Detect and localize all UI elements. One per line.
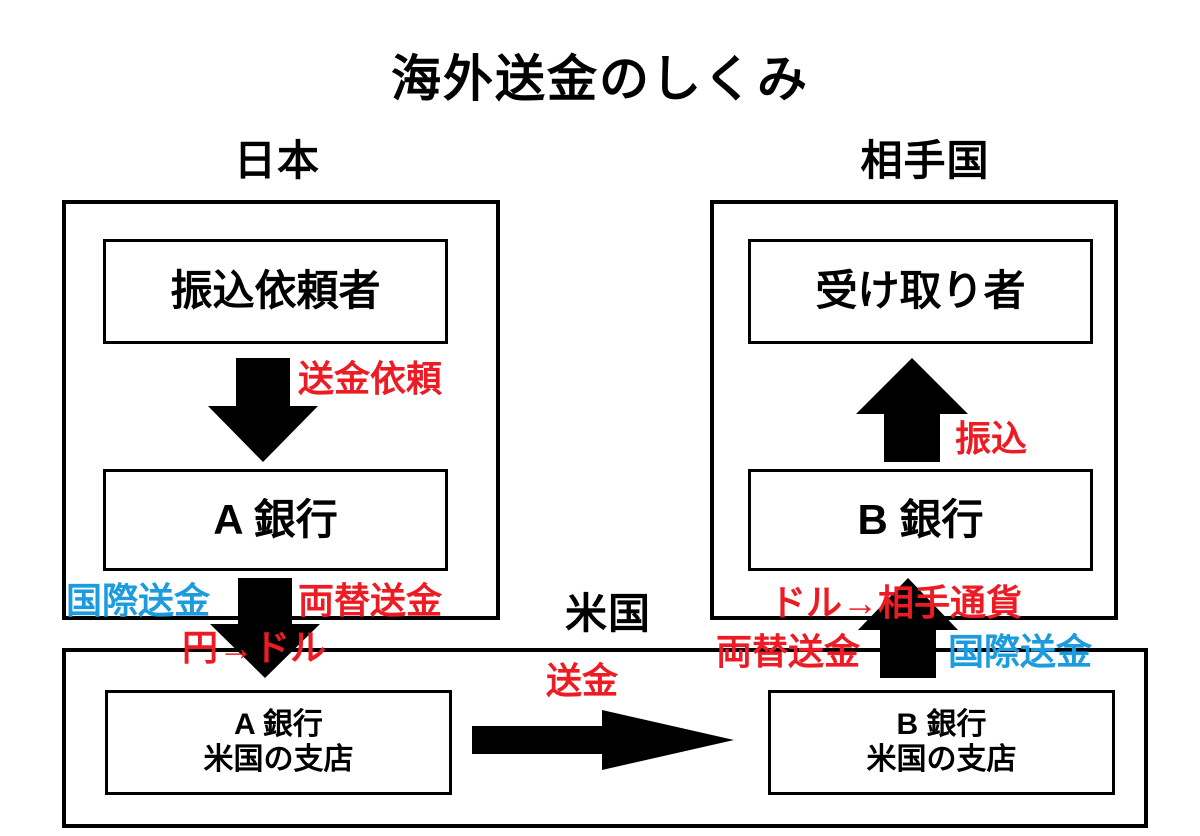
region-label-japan: 日本 xyxy=(233,137,320,184)
box-receiver: 受け取り者 xyxy=(748,239,1093,344)
box-bank-b-us-line1: B 銀行 xyxy=(896,708,987,741)
note-remittance-request: 送金依頼 xyxy=(298,358,443,399)
box-bank-a: A 銀行 xyxy=(103,469,448,571)
arrow-right-icon-remittance xyxy=(472,710,734,770)
note-exchange-transfer-right: 両替送金 xyxy=(716,631,861,672)
region-frame-usa xyxy=(62,648,1148,828)
arrow-down-icon-international-out xyxy=(210,578,320,678)
note-yen-to-dollar: 円→ドル xyxy=(182,627,327,668)
note-remittance: 送金 xyxy=(546,660,619,701)
box-bank-b: B 銀行 xyxy=(748,469,1093,571)
region-label-usa: 米国 xyxy=(548,591,668,637)
arrow-up-icon-deposit xyxy=(856,358,968,462)
note-exchange-transfer-left: 両替送金 xyxy=(298,580,443,621)
arrow-down-icon-request xyxy=(208,358,318,462)
box-sender: 振込依頼者 xyxy=(103,239,448,344)
box-bank-a-us-line2: 米国の支店 xyxy=(203,742,354,776)
region-label-partner-country: 相手国 xyxy=(860,137,990,184)
box-bank-a-us-branch: A 銀行 米国の支店 xyxy=(105,690,452,795)
arrow-up-icon-international-in xyxy=(858,578,958,678)
box-bank-a-us-line1: A 銀行 xyxy=(234,708,323,741)
note-dollar-to-local-currency: ドル→相手通貨 xyxy=(770,582,1023,623)
note-international-transfer-right: 国際送金 xyxy=(948,631,1093,672)
page-title: 海外送金のしくみ xyxy=(391,51,809,107)
box-bank-b-us-line2: 米国の支店 xyxy=(866,742,1017,776)
note-deposit: 振込 xyxy=(955,418,1028,459)
note-international-transfer-left: 国際送金 xyxy=(66,580,211,621)
box-bank-b-us-branch: B 銀行 米国の支店 xyxy=(768,690,1115,795)
